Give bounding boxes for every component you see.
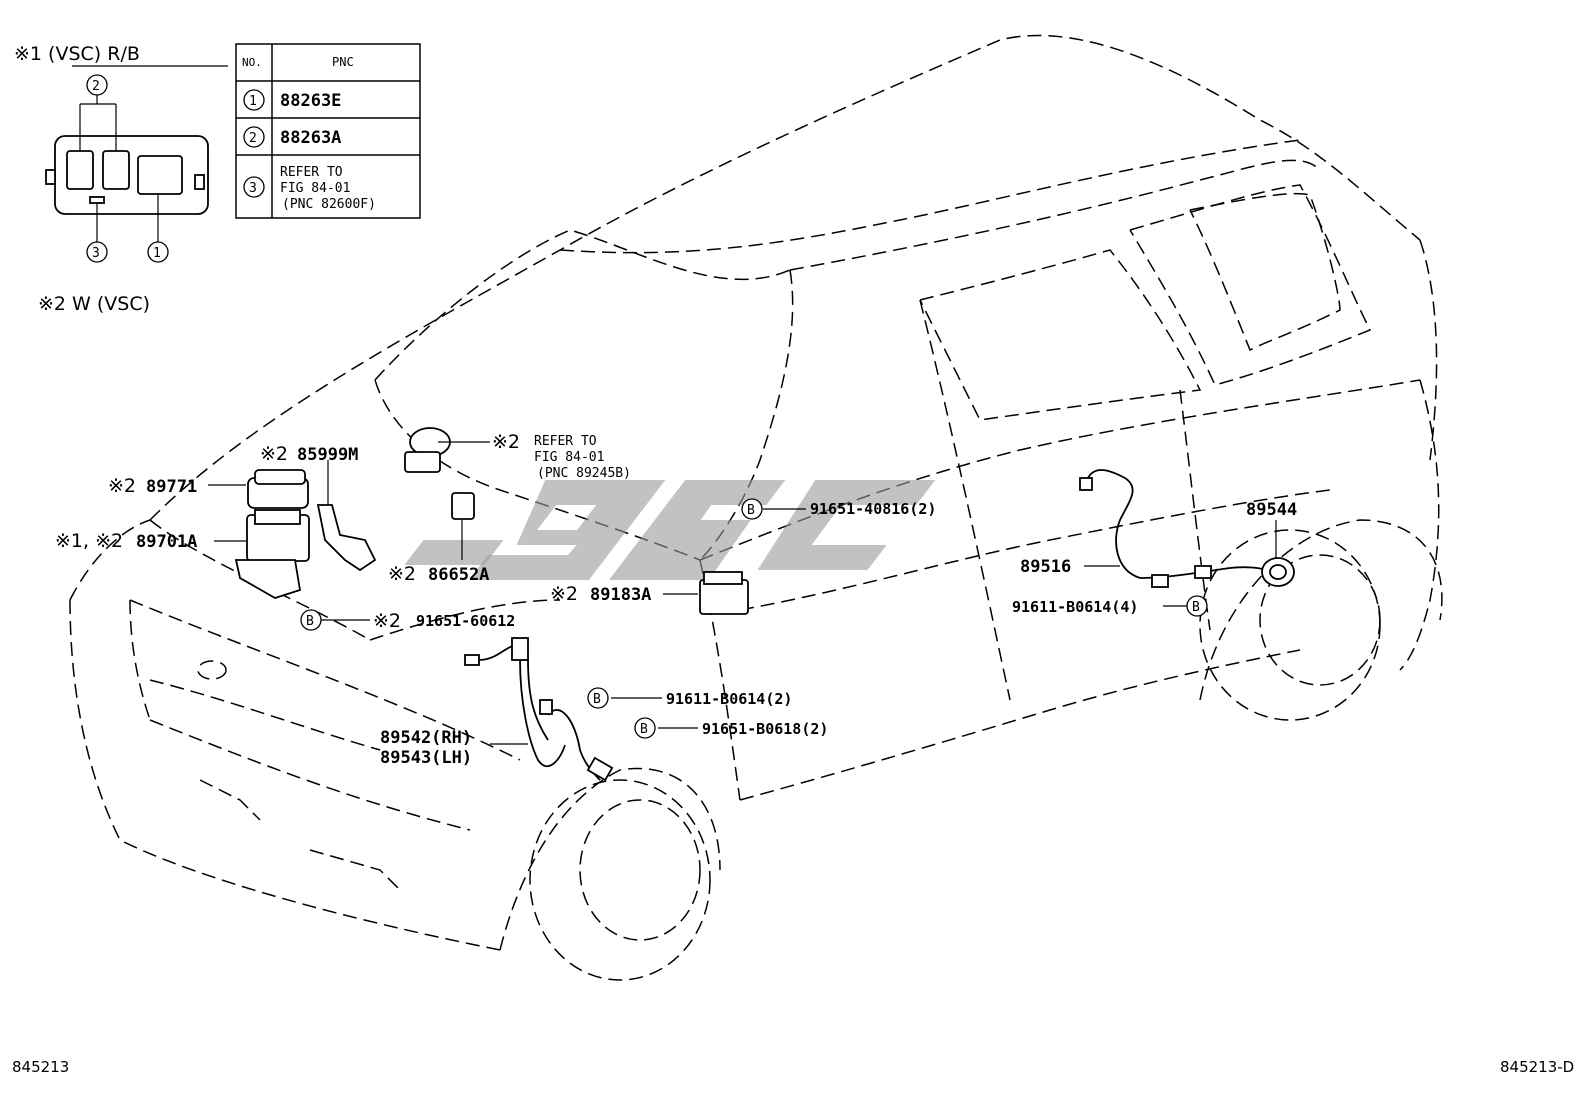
label-85999m-prefix: ※2: [260, 443, 288, 465]
label-91651-b0618: 91651-B0618(2): [702, 720, 828, 738]
bolt-letter-b0614-4: B: [1192, 600, 1200, 615]
pnc-table-header-no: NO.: [242, 56, 262, 69]
vehicle-outline: [69, 34, 1443, 981]
label-89701a: 89701A: [136, 532, 197, 552]
label-91651-60612-prefix: ※2: [373, 610, 401, 632]
pnc-row-3-line-1: REFER TO: [280, 165, 343, 180]
legend-note-2: ※2 W (VSC): [38, 293, 150, 315]
pnc-row-3-no: 3: [249, 181, 257, 196]
figure-id: 845213-D: [1500, 1058, 1574, 1076]
label-refer-line-3: (PNC 89245B): [537, 466, 631, 481]
pnc-table-header-pnc: PNC: [332, 55, 354, 69]
pnc-table: NO. PNC 1 88263E 2 88263A 3 REFER TO FIG…: [235, 43, 421, 219]
label-refer-prefix: ※2: [492, 431, 520, 453]
label-89542: 89542(RH): [380, 728, 472, 748]
label-89544: 89544: [1246, 500, 1297, 520]
label-91611-b0614-4: 91611-B0614(4): [1012, 598, 1138, 616]
pnc-row-3-line-3: (PNC 82600F): [282, 197, 376, 212]
label-89543: 89543(LH): [380, 748, 472, 768]
yaw-sensor: [404, 427, 451, 473]
bolt-letter-b0614-2: B: [593, 692, 601, 707]
label-91651-60612: 91651-60612: [416, 612, 515, 630]
legend-box: ※1 (VSC) R/B 2 3 1 ※2 W (VSC): [14, 43, 228, 315]
label-89183a-prefix: ※2: [550, 583, 578, 605]
bolt-icon: [1186, 595, 1208, 617]
pnc-row-3-line-2: FIG 84-01: [280, 181, 350, 196]
legend-callout-3: 3: [92, 246, 100, 261]
rear-speed-sensor: [1079, 469, 1269, 588]
label-85999m: 85999M: [297, 445, 358, 465]
bolt-icon: [300, 609, 322, 631]
bolt-letter-60612: B: [306, 614, 314, 629]
legend-note-1: ※1 (VSC) R/B: [14, 43, 140, 65]
figure-number: 845213: [12, 1058, 69, 1076]
leader-lines: [208, 441, 1277, 745]
label-86652a: 86652A: [428, 565, 489, 585]
pnc-row-1-pnc: 88263E: [280, 91, 341, 111]
bolt-icon: [634, 717, 656, 739]
pnc-row-2-pnc: 88263A: [280, 128, 341, 148]
label-91611-b0614-2: 91611-B0614(2): [666, 690, 792, 708]
label-refer-line-1: REFER TO: [534, 434, 597, 449]
relay-block-cover: [247, 469, 309, 509]
label-89701a-prefix: ※1, ※2: [55, 530, 123, 552]
watermark-logo: [404, 480, 936, 580]
legend-callout-2: 2: [92, 79, 100, 94]
relay: [451, 492, 475, 520]
label-89516: 89516: [1020, 557, 1071, 577]
pnc-row-1-no: 1: [249, 94, 257, 109]
actuator: [699, 571, 749, 615]
pnc-row-2-no: 2: [249, 131, 257, 146]
bolt-icon: [587, 687, 609, 709]
bolt-icon: [741, 498, 763, 520]
legend-callout-1: 1: [153, 246, 161, 261]
label-refer-line-2: FIG 84-01: [534, 450, 604, 465]
bolt-letter-b0618: B: [640, 722, 648, 737]
label-89771-prefix: ※2: [108, 475, 136, 497]
rear-sensor-rotor: [1261, 557, 1295, 587]
bracket: [316, 504, 377, 572]
relay-block: [234, 509, 310, 599]
label-91651-40816: 91651-40816(2): [810, 500, 936, 518]
front-speed-sensor: [464, 637, 614, 782]
bolt-letter-40816: B: [747, 503, 755, 518]
label-86652a-prefix: ※2: [388, 563, 416, 585]
label-89771: 89771: [146, 477, 197, 497]
part-labels: ※2 85999M ※2 89771 ※1, ※2 89701A ※2 REFE…: [55, 431, 1297, 768]
label-89183a: 89183A: [590, 585, 651, 605]
